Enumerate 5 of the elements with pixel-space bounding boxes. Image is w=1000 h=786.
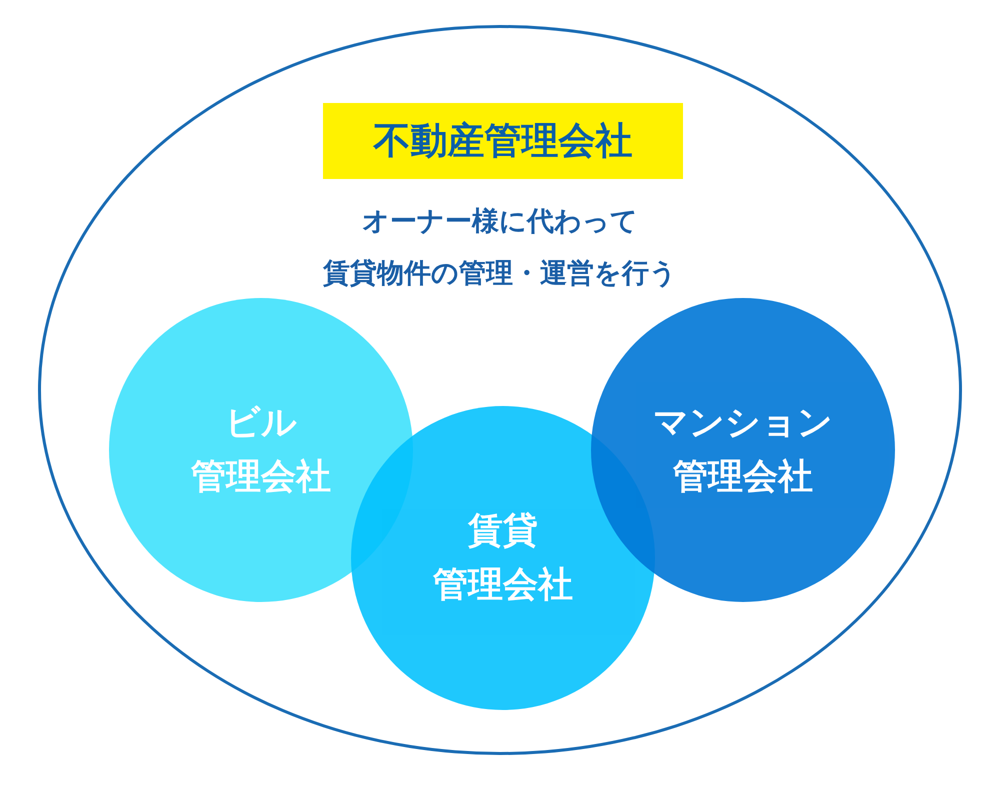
description-text: オーナー様に代わって賃貸物件の管理・運営を行う xyxy=(323,205,677,291)
title-box: 不動産管理会社 xyxy=(323,103,683,179)
category-circle: ビル管理会社 xyxy=(109,298,413,602)
ellipse-frame xyxy=(38,25,962,755)
category-circle: マンション管理会社 xyxy=(591,298,895,602)
